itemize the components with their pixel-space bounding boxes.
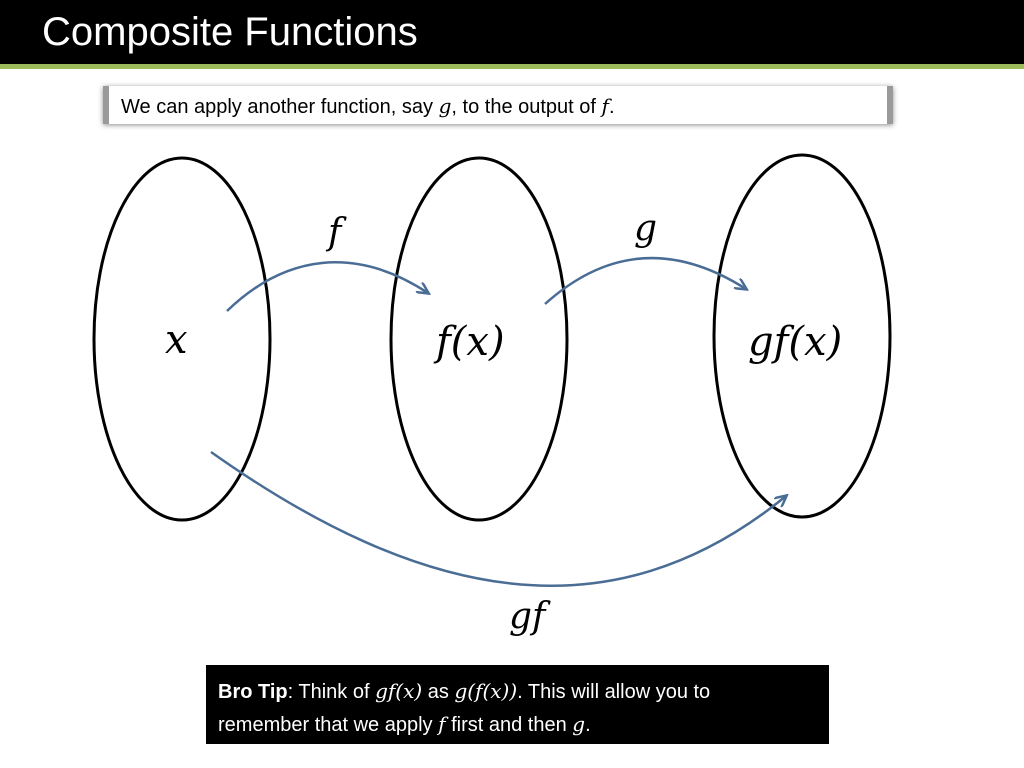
tip-text: . This will allow you to — [517, 681, 711, 703]
tip-text: remember that we apply — [218, 714, 439, 736]
slide-title: Composite Functions — [42, 10, 418, 54]
tip-var-g: g — [572, 712, 586, 736]
middle-label: f(x) — [433, 319, 505, 365]
tip-text: as — [422, 681, 455, 703]
tip-text: : Think of — [287, 681, 376, 703]
tip-expr-gf-x: gf(x) — [375, 679, 423, 703]
domain-set-ellipse — [92, 156, 272, 522]
codomain-set-ellipse — [712, 153, 892, 519]
tip-text: . — [585, 714, 591, 736]
intro-text: We can apply another function, say g, to… — [121, 94, 615, 119]
intro-text-part: . — [608, 96, 615, 118]
domain-label: x — [165, 317, 188, 363]
arrow-gf-label: gf — [509, 596, 551, 637]
tip-heading: Bro Tip — [218, 681, 288, 703]
intro-text-part: We can apply another function, say — [121, 96, 439, 118]
intro-callout: We can apply another function, say g, to… — [103, 86, 893, 124]
tip-line-1: Bro Tip: Think of gf(x) as g(f(x)). This… — [218, 675, 817, 708]
arrow-f — [226, 261, 428, 312]
tip-line-2: remember that we apply f first and then … — [218, 708, 817, 741]
tip-text: first and then — [445, 714, 573, 736]
arrow-f-label: f — [325, 212, 347, 253]
codomain-label: gf(x) — [748, 319, 842, 365]
arrow-g-label: g — [634, 208, 657, 249]
tip-var-f: f — [438, 712, 446, 736]
bro-tip-box: Bro Tip: Think of gf(x) as g(f(x)). This… — [206, 665, 829, 744]
middle-set-ellipse — [389, 156, 569, 522]
title-bar: Composite Functions — [0, 0, 1024, 69]
intro-var-f: f — [601, 94, 609, 118]
tip-expr-g-of-f-x: g(f(x)) — [454, 679, 518, 703]
arrow-gf — [210, 450, 786, 587]
arrow-g — [544, 256, 746, 305]
intro-text-part: , to the output of — [451, 96, 602, 118]
intro-var-g: g — [438, 94, 452, 118]
